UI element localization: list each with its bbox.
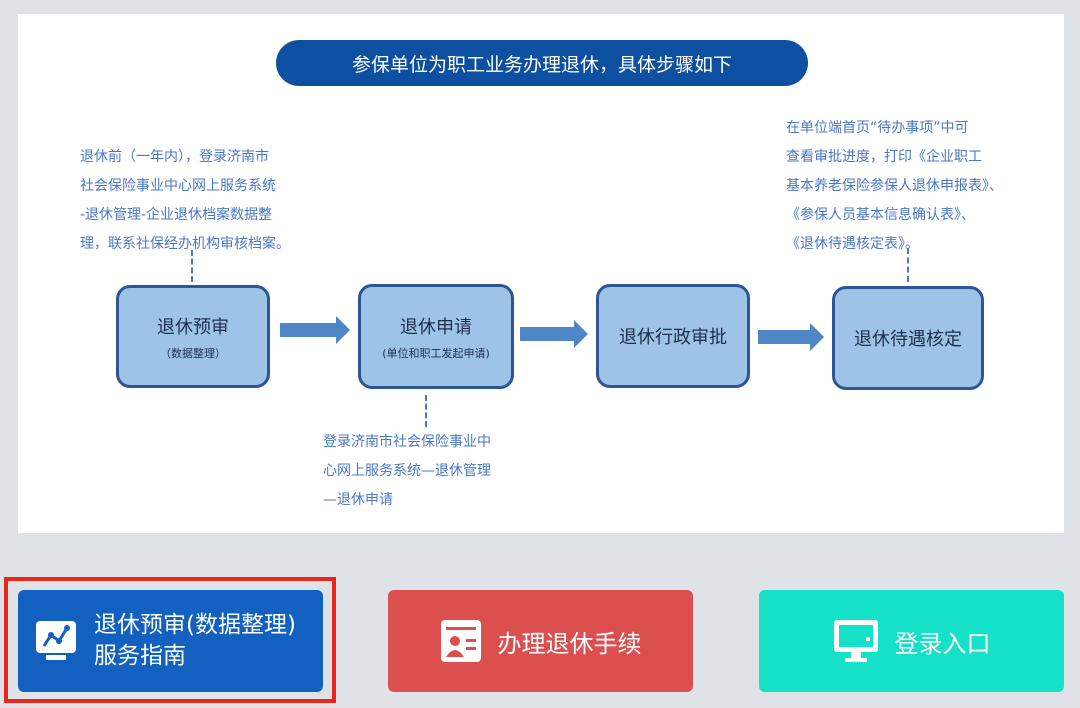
step-subtitle: （数据整理） (160, 346, 226, 360)
step-title: 退休预审 (157, 316, 229, 338)
step-subtitle: (单位和职工发起申请) (382, 346, 490, 360)
highlight-outline (4, 577, 336, 703)
note-step2: 登录济南市社会保险事业中 心网上服务系统—退休管理 —退休申请 (323, 428, 491, 515)
id-card-icon (440, 620, 481, 662)
note-step1: 退休前（一年内），登录济南市 社会保险事业中心网上服务系统 -退休管理-企业退休… (80, 143, 290, 259)
step-benefit-verification: 退休待遇核定 (832, 286, 984, 390)
step-title: 退休行政审批 (619, 327, 727, 348)
note-line: 《退休待遇核定表》。 (786, 236, 919, 252)
arrow-icon (520, 320, 588, 348)
diagram-title: 参保单位为职工业务办理退休，具体步骤如下 (276, 40, 808, 86)
connector (191, 250, 193, 282)
note-line: 查看审批进度，打印《企业职工 (786, 149, 982, 165)
login-entry-button[interactable]: 登录入口 (759, 590, 1064, 692)
chart-monitor-icon (36, 621, 76, 660)
label-line1: 退休预审(数据整理) (94, 612, 296, 638)
note-line: -退休管理-企业退休档案数据整 (80, 207, 273, 223)
step-title: 退休申请 (400, 316, 472, 338)
note-step4: 在单位端首页“待办事项”中可 查看审批进度，打印《企业职工 基本养老保险参保人退… (786, 114, 1003, 259)
note-line: 登录济南市社会保险事业中 (323, 434, 491, 450)
arrow-icon (758, 323, 824, 351)
connector (425, 395, 427, 427)
note-line: 在单位端首页“待办事项”中可 (786, 120, 969, 136)
button-label: 退休预审(数据整理) 服务指南 (94, 610, 296, 672)
note-line: 基本养老保险参保人退休申报表》、 (786, 178, 1003, 194)
pre-review-guide-button[interactable]: 退休预审(数据整理) 服务指南 (18, 590, 323, 692)
button-label: 办理退休手续 (497, 629, 642, 658)
note-line: —退休申请 (323, 492, 393, 508)
arrow-icon (280, 316, 350, 344)
step-application: 退休申请 (单位和职工发起申请) (358, 284, 514, 389)
note-line: 心网上服务系统—退休管理 (323, 463, 491, 479)
note-line: 退休前（一年内），登录济南市 (80, 149, 269, 165)
note-line: 社会保险事业中心网上服务系统 (80, 178, 276, 194)
note-line: 理，联系社保经办机构审核档案。 (80, 236, 290, 252)
monitor-icon (833, 620, 878, 662)
step-pre-review: 退休预审 （数据整理） (116, 285, 270, 388)
note-line: 《参保人员基本信息确认表》、 (786, 207, 975, 223)
button-label: 登录入口 (894, 629, 991, 658)
retirement-procedure-button[interactable]: 办理退休手续 (388, 590, 693, 692)
connector (907, 248, 909, 282)
step-admin-approval: 退休行政审批 (596, 284, 750, 388)
step-title: 退休待遇核定 (854, 329, 962, 350)
label-line2: 服务指南 (94, 643, 186, 669)
